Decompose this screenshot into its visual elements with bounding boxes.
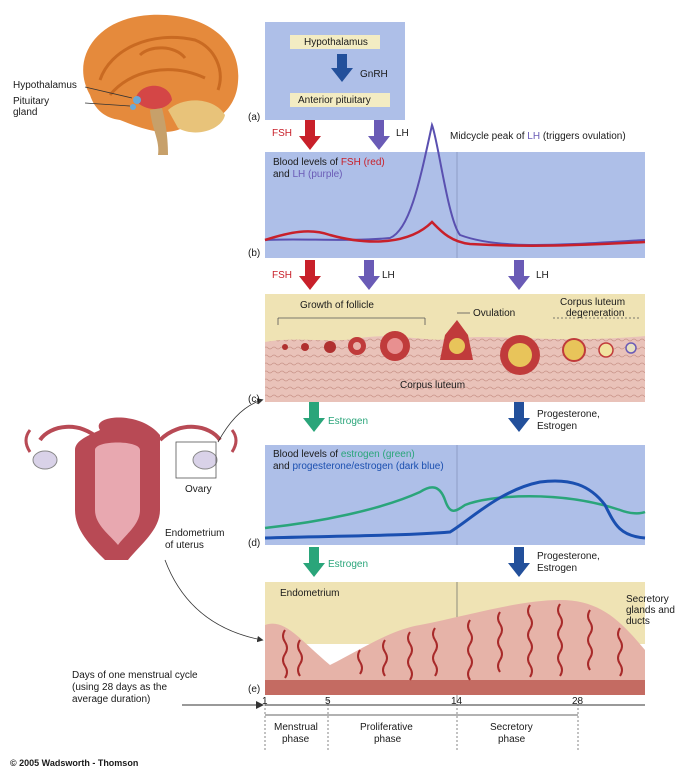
lh-label-3: LH: [536, 270, 549, 281]
gland-left-label: gland: [13, 107, 37, 118]
midcycle-peak-label: Midcycle peak of LH (triggers ovulation): [450, 131, 626, 142]
fsh-label-2: FSH: [272, 270, 292, 281]
panel-d-label: (d): [248, 538, 260, 549]
corpus-luteum-label: Corpus luteum: [400, 380, 465, 391]
blood-fsh-line-1: Blood levels of FSH (red): [273, 157, 385, 168]
blood-estrogen-line-1: Blood levels of estrogen (green): [273, 449, 415, 460]
hypothalamus-left-label: Hypothalamus: [13, 80, 77, 91]
days-label-3: average duration): [72, 694, 150, 705]
anterior-pituitary-label: Anterior pituitary: [298, 95, 371, 106]
copyright-text: © 2005 Wadsworth - Thomson: [10, 758, 138, 769]
gnrh-label: GnRH: [360, 69, 388, 80]
blood-fsh-2c: (purple): [305, 169, 342, 180]
ovary-label: Ovary: [185, 484, 212, 495]
panel-a-label: (a): [248, 112, 260, 123]
phase-menstrual-2: phase: [282, 734, 309, 745]
blood-est-1a: Blood levels of: [273, 449, 341, 460]
growth-of-follicle-label: Growth of follicle: [300, 300, 374, 311]
tick-day-28: 28: [572, 696, 583, 707]
lh-label-1: LH: [396, 128, 409, 139]
tick-day-5: 5: [325, 696, 331, 707]
days-label-1: Days of one menstrual cycle: [72, 670, 198, 681]
blood-estrogen-line-2: and progesterone/estrogen (dark blue): [273, 461, 444, 472]
blood-fsh-2b: LH: [292, 169, 305, 180]
hypothalamus-box-label: Hypothalamus: [304, 37, 368, 48]
blood-fsh-line-2: and LH (purple): [273, 169, 343, 180]
fsh-label-1: FSH: [272, 128, 292, 139]
estrogen-label-2: Estrogen: [328, 559, 368, 570]
blood-est-2b: progesterone/estrogen (dark blue): [292, 461, 443, 472]
midcycle-lh: LH: [527, 131, 540, 142]
corpus-luteum-degeneration-label-2: degeneration: [566, 308, 624, 319]
progesterone-label-2b: Estrogen: [537, 563, 577, 574]
tick-day-1: 1: [262, 696, 268, 707]
phase-secretory-1: Secretory: [490, 722, 533, 733]
panel-e-label: (e): [248, 684, 260, 695]
ovulation-label: Ovulation: [473, 308, 515, 319]
phase-menstrual-1: Menstrual: [274, 722, 318, 733]
secretory-glands-label-1: Secretory: [626, 594, 669, 605]
lh-label-2: LH: [382, 270, 395, 281]
panel-b-label: (b): [248, 248, 260, 259]
endometrium-uterus-label-1: Endometrium: [165, 528, 224, 539]
phase-secretory-2: phase: [498, 734, 525, 745]
blood-fsh-1b: FSH: [341, 157, 361, 168]
phase-proliferative-1: Proliferative: [360, 722, 413, 733]
secretory-glands-label-2: glands and: [626, 605, 675, 616]
progesterone-label-1b: Estrogen: [537, 421, 577, 432]
blood-fsh-1a: Blood levels of: [273, 157, 341, 168]
midcycle-prefix: Midcycle peak of: [450, 131, 527, 142]
estrogen-label-1: Estrogen: [328, 416, 368, 427]
blood-fsh-2a: and: [273, 169, 292, 180]
midcycle-suffix: (triggers ovulation): [540, 131, 626, 142]
progesterone-label-2a: Progesterone,: [537, 551, 600, 562]
endometrium-label: Endometrium: [280, 588, 339, 599]
corpus-luteum-degeneration-label-1: Corpus luteum: [560, 297, 625, 308]
blood-est-2a: and: [273, 461, 292, 472]
days-label-2: (using 28 days as the: [72, 682, 167, 693]
endometrium-uterus-label-2: of uterus: [165, 540, 204, 551]
blood-fsh-1c: (red): [361, 157, 385, 168]
panel-c-label: (c): [248, 394, 260, 405]
blood-est-1b: estrogen (green): [341, 449, 415, 460]
pituitary-left-label: Pituitary: [13, 96, 49, 107]
phase-proliferative-2: phase: [374, 734, 401, 745]
brain-illustration: [83, 15, 238, 155]
secretory-glands-label-3: ducts: [626, 616, 650, 627]
progesterone-label-1a: Progesterone,: [537, 409, 600, 420]
tick-day-14: 14: [451, 696, 462, 707]
